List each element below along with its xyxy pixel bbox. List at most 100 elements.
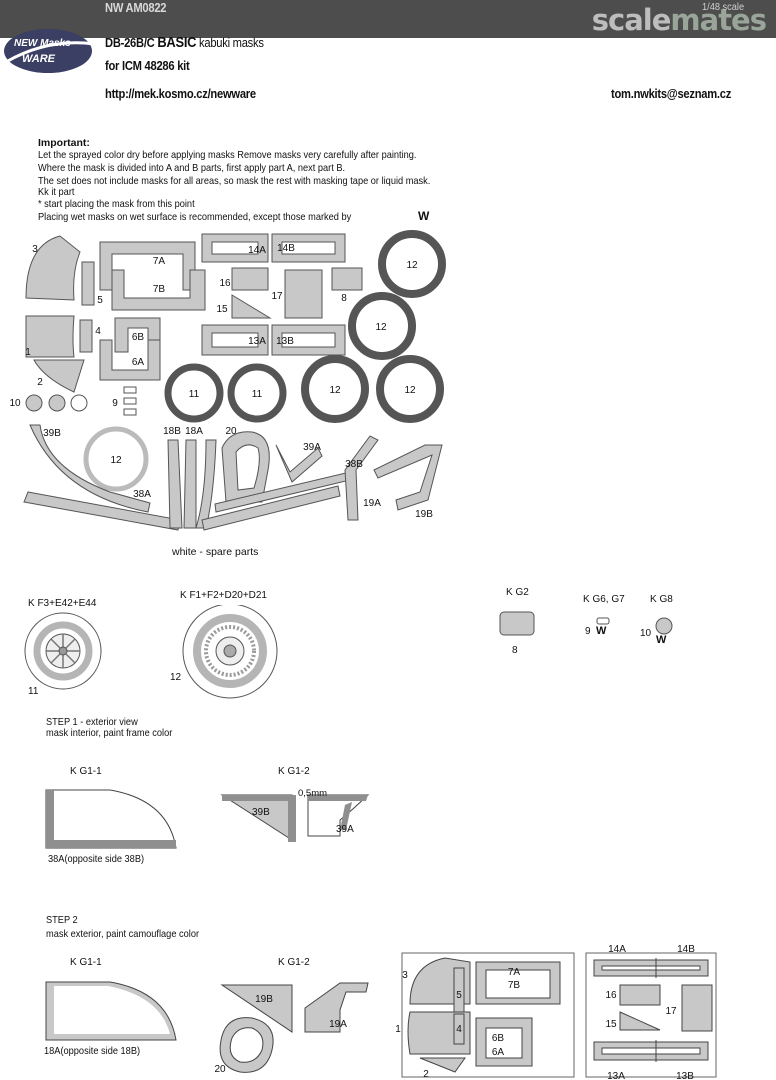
mask-part-38a bbox=[29, 424, 151, 513]
mask-part-15 bbox=[231, 294, 272, 319]
sheet-label: 12 bbox=[329, 385, 341, 396]
mask-ring-11b bbox=[227, 363, 287, 423]
wheel-2-number: 12 bbox=[170, 672, 182, 683]
sheet-label: 3 bbox=[32, 244, 38, 255]
wheel-1-code: K F3+E42+E44 bbox=[28, 598, 97, 609]
step2-caption: 18A(opposite side 18B) bbox=[44, 1045, 141, 1057]
mask-part-14a bbox=[201, 233, 269, 263]
step2-label: 19A bbox=[329, 1019, 347, 1030]
sheet-label: 12 bbox=[375, 322, 387, 333]
mask-ring-12d bbox=[376, 355, 444, 423]
mask-part-14b bbox=[271, 233, 346, 263]
step2-label: 17 bbox=[665, 1006, 677, 1017]
mask-part-2 bbox=[33, 359, 85, 393]
step1-canopy-side bbox=[45, 789, 177, 849]
sheet-label: 38A bbox=[133, 489, 151, 500]
step2-part-19a bbox=[304, 982, 369, 1033]
contact-email[interactable]: tom.nwkits@seznam.cz bbox=[611, 86, 732, 101]
step1-a-code: K G1-1 bbox=[70, 766, 102, 777]
website-url[interactable]: http://mek.kosmo.cz/newware bbox=[105, 86, 256, 101]
step2-part-19b bbox=[220, 984, 293, 1033]
logo-line1: NEW Masks bbox=[14, 38, 71, 49]
mask-part-38b bbox=[201, 485, 341, 531]
sheet-label: 6B bbox=[132, 332, 145, 343]
step2-part-20-window bbox=[229, 1027, 264, 1063]
sheet-label: 5 bbox=[97, 295, 103, 306]
mask-part-8-wheel bbox=[499, 611, 535, 636]
step2-part-6 bbox=[475, 1017, 533, 1067]
sheet-label: 6A bbox=[132, 357, 145, 368]
sheet-label: 11 bbox=[252, 389, 263, 400]
mask-part-18b bbox=[167, 439, 183, 529]
mask-part-10a bbox=[25, 394, 43, 412]
step1-frame-left bbox=[46, 790, 54, 848]
note-line: The set does not include masks for all a… bbox=[38, 175, 431, 187]
notes-heading: Important: bbox=[38, 137, 90, 149]
scale-label: 1/48 scale bbox=[702, 1, 745, 13]
sheet-label: 12 bbox=[110, 455, 122, 466]
sheet-label: 8 bbox=[341, 293, 347, 304]
sheet-label: 19A bbox=[363, 498, 381, 509]
sheet-label: 2 bbox=[37, 377, 43, 388]
sheet-label: 39B bbox=[43, 428, 61, 439]
mask-part-5 bbox=[81, 261, 95, 306]
step2-title: STEP 2 bbox=[46, 914, 78, 926]
mask-ring-12a bbox=[378, 230, 446, 298]
g6-wet-mark: W bbox=[596, 625, 607, 637]
step1-dimension: 0,5mm bbox=[298, 788, 328, 799]
sheet-label: 10 bbox=[9, 398, 21, 409]
sheet-label: 7B bbox=[153, 284, 166, 295]
step2-part-13 bbox=[593, 1041, 709, 1061]
mask-ring-12e bbox=[83, 426, 149, 492]
g8-code: K G8 bbox=[650, 594, 673, 605]
step2-label: 7A bbox=[508, 967, 521, 978]
step2-label: 13A bbox=[607, 1071, 625, 1080]
step1-label-39a: 39A bbox=[336, 824, 354, 835]
step2-label: 19B bbox=[255, 994, 273, 1005]
step2-label: 4 bbox=[456, 1024, 462, 1035]
product-code: NW AM0822 bbox=[105, 0, 167, 15]
spare-parts-caption: white - spare parts bbox=[172, 546, 259, 558]
mask-part-9c bbox=[123, 408, 137, 416]
mask-ring-11a bbox=[164, 363, 224, 423]
mask-part-39a bbox=[275, 444, 323, 483]
step1-frame-bottom bbox=[46, 840, 176, 848]
sheet-label: 13A bbox=[248, 336, 266, 347]
mask-ring-12c bbox=[301, 355, 369, 423]
g2-number: 8 bbox=[512, 645, 518, 656]
note-line: Placing wet masks on wet surface is reco… bbox=[38, 211, 352, 223]
step2-label: 13B bbox=[676, 1071, 694, 1080]
g8-wet-mark: W bbox=[656, 634, 667, 646]
wheel-12 bbox=[182, 605, 278, 699]
sheet-label: 17 bbox=[271, 291, 283, 302]
step2-part-7 bbox=[475, 961, 561, 1005]
step2-part-2 bbox=[419, 1057, 466, 1073]
sheet-label: 11 bbox=[189, 389, 200, 400]
step1-frame-39b bbox=[222, 795, 292, 801]
sheet-label: 15 bbox=[216, 304, 228, 315]
mask-part-19a bbox=[344, 435, 379, 521]
step1-subtitle: mask interior, paint frame color bbox=[46, 727, 173, 739]
note-line: Kk it part bbox=[38, 186, 75, 198]
sheet-label: 38B bbox=[345, 459, 363, 470]
sheet-label: 4 bbox=[95, 326, 101, 337]
wheel-11 bbox=[24, 612, 102, 690]
step2-label: 1 bbox=[395, 1024, 401, 1035]
step1-label-39b: 39B bbox=[252, 807, 270, 818]
step1-caption: 38A(opposite side 38B) bbox=[48, 853, 145, 865]
sheet-label: 19B bbox=[415, 509, 433, 520]
sheet-label: 14B bbox=[277, 243, 295, 254]
wheel-2-code: K F1+F2+D20+D21 bbox=[180, 590, 267, 601]
mask-part-16 bbox=[231, 267, 269, 291]
step2-part-16 bbox=[619, 984, 661, 1006]
site-banner bbox=[0, 0, 776, 38]
step2-part-4 bbox=[453, 1013, 465, 1045]
mask-part-10b bbox=[48, 394, 66, 412]
sheet-label: 20 bbox=[225, 426, 237, 437]
logo-line2: WARE bbox=[22, 53, 56, 65]
sheet-label: 18A bbox=[185, 426, 203, 437]
mask-part-10c bbox=[70, 394, 88, 412]
mask-part-13b bbox=[271, 324, 346, 356]
step2-part-14 bbox=[593, 959, 709, 977]
g6-code: K G6, G7 bbox=[583, 594, 625, 605]
